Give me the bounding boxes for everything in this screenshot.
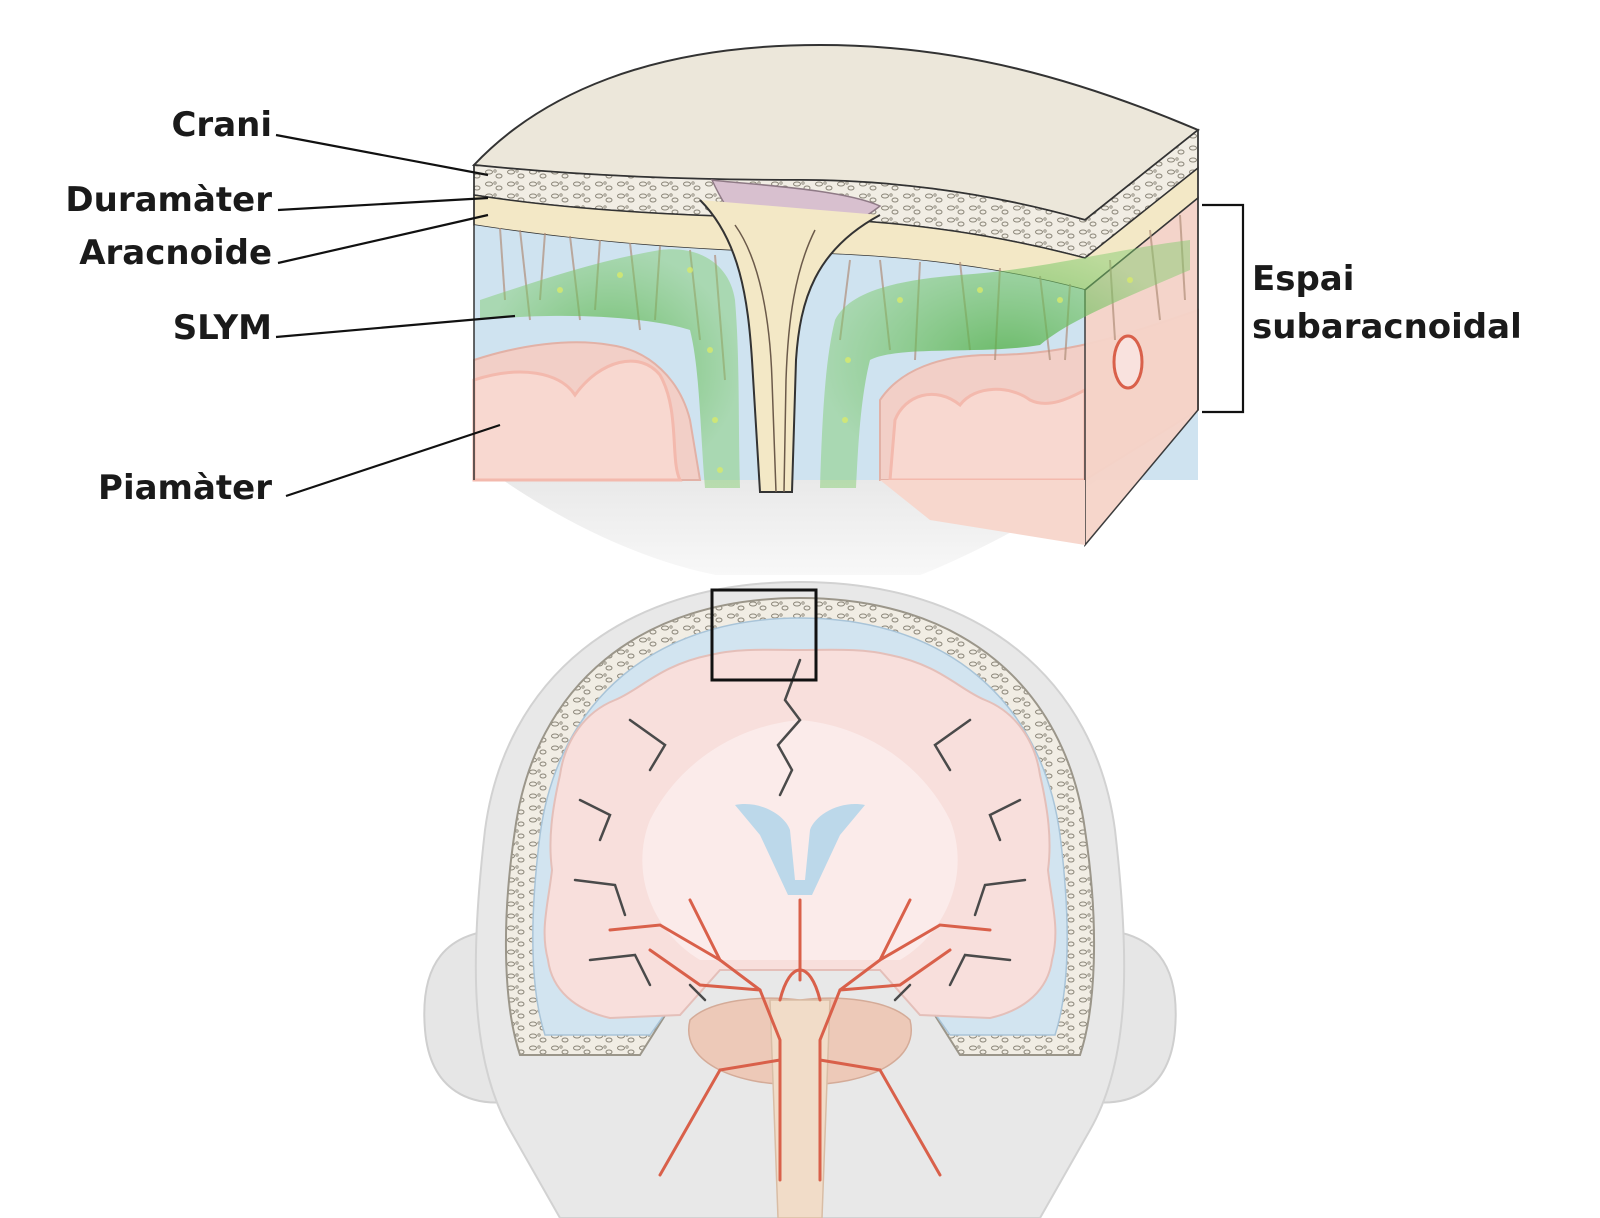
- label-crani: Crani: [171, 105, 272, 145]
- label-piamater: Piamàter: [98, 468, 272, 508]
- bracket-subarachnoid: [1202, 203, 1245, 414]
- leader-aracnoide: [277, 213, 489, 265]
- leader-crani: [275, 133, 489, 177]
- label-espai-line1: Espai: [1252, 259, 1354, 299]
- block-bottom-face: [880, 480, 1085, 545]
- label-slym: SLYM: [173, 308, 272, 348]
- slym-membrane: [480, 240, 1190, 488]
- label-duramater: Duramàter: [65, 180, 272, 220]
- gyrus-right: [888, 387, 1087, 482]
- vessel: [1112, 334, 1144, 390]
- white-matter: [642, 720, 958, 960]
- arteries: [608, 898, 992, 1182]
- label-espai-line2: subaracnoidal: [1252, 307, 1522, 347]
- sulci: [573, 658, 1027, 1002]
- meninges-block: [471, 43, 1200, 548]
- arachnoid-fold: [734, 224, 816, 493]
- labels: Crani Duramàter Aracnoide SLYM Piamàter …: [65, 105, 1521, 508]
- leader-piamater: [285, 423, 501, 498]
- leader-duramater: [277, 196, 489, 212]
- brainstem: [769, 999, 831, 1218]
- ventricles: [735, 804, 865, 895]
- head-section: [423, 580, 1177, 1218]
- label-aracnoide: Aracnoide: [79, 233, 272, 273]
- leader-slym: [275, 314, 516, 339]
- zoom-box: [710, 588, 818, 682]
- gyrus-left: [472, 359, 683, 482]
